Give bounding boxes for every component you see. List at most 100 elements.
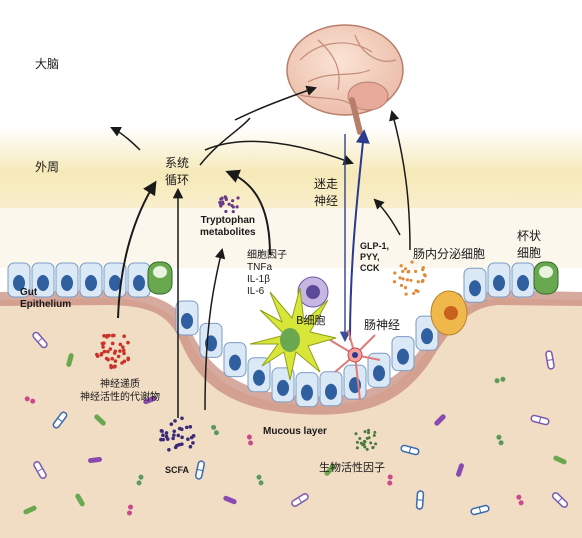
neurotransmitter-dot (99, 351, 104, 356)
bioactive-factor-dots (354, 428, 378, 451)
scfa-dot (172, 433, 176, 437)
bacterium (32, 331, 48, 349)
neurotransmitter-dot (116, 354, 121, 359)
epithelial-cell (175, 300, 199, 336)
scfa-dot (189, 435, 194, 440)
hormone-dot (409, 278, 413, 283)
neurotransmitter-dot (118, 349, 122, 353)
neurotransmitter-dots (95, 333, 130, 370)
bacterium (24, 396, 36, 404)
neurotransmitter-dot (126, 357, 130, 362)
vagus-nerve-label: 迷走 神经 (314, 177, 339, 208)
bacterium (494, 376, 506, 384)
tryptophan-metabolites-label: Tryptophan metabolites (200, 215, 256, 238)
neurotransmitter-dot (113, 349, 118, 354)
scfa-dot (176, 433, 181, 438)
epithelial-cell (271, 367, 295, 403)
bacterium (136, 474, 144, 486)
scfa-dot (172, 429, 177, 434)
brain-label: 大脑 (35, 57, 60, 71)
tryptophan-dot (219, 197, 223, 201)
bioactive-dot (358, 437, 362, 441)
neurotransmitters-label: 神经递质 神经活性的代谢物 (80, 379, 160, 403)
hormone-dots (392, 260, 427, 296)
hormone-dot (416, 280, 420, 284)
bacterium (324, 464, 336, 476)
bacterium (551, 492, 569, 508)
hormone-dot (410, 260, 414, 264)
periphery-band (0, 128, 582, 208)
hormone-dot (421, 278, 425, 283)
bioactive-dot (367, 431, 371, 435)
bacterium (470, 504, 490, 516)
scfa-dot (180, 442, 184, 446)
bacterium (530, 414, 550, 426)
neurotransmitter-dot (109, 365, 113, 370)
epithelial-cell (511, 262, 535, 298)
bacterium (456, 463, 464, 477)
scfa-dot (184, 425, 189, 430)
hormone-dot (412, 291, 416, 295)
hormone-dot (398, 276, 402, 280)
tryptophan-dot (231, 209, 235, 214)
neurotransmitter-dot (121, 345, 125, 349)
neurotransmitter-dot (113, 364, 117, 369)
bacterium (126, 504, 134, 516)
epithelial-cell (367, 352, 391, 388)
scfa-dot (159, 437, 163, 442)
bacterium (496, 434, 504, 446)
neurotransmitter-dot (122, 351, 126, 356)
neurotransmitter-dot (122, 359, 127, 364)
hormone-dot (393, 271, 397, 275)
cytokines-label: 细胞因子 TNFa IL-1β IL-6 (247, 250, 287, 297)
mucous-layer-label: Mucous layer (263, 426, 327, 437)
tryptophan-dot (231, 205, 235, 209)
bacterium (75, 493, 85, 507)
bacterium (33, 461, 47, 479)
scfa-dot (164, 431, 169, 435)
hormone-dot (399, 283, 404, 288)
scfa-dot (191, 441, 195, 445)
neurotransmitter-dot (110, 356, 115, 361)
enteric-nerve-label: 肠神经 (364, 318, 401, 332)
epithelial-cell (199, 322, 223, 358)
hormone-dot (403, 267, 408, 271)
hormone-dot (407, 269, 411, 273)
bioactive-dot (371, 446, 375, 450)
hormone-dot (401, 277, 405, 281)
tryptophan-dot (236, 196, 240, 200)
bacterium (400, 444, 420, 456)
tryptophan-dot (221, 202, 225, 206)
periphery-label: 外周 (35, 160, 60, 174)
scfa-dot (173, 419, 177, 423)
gut-bacteria (23, 331, 569, 516)
bacterium (434, 414, 446, 426)
bacterium (246, 434, 254, 446)
hormone-dot (421, 268, 425, 272)
bacterium (195, 460, 205, 480)
bioactive-dot (365, 447, 369, 451)
scfa-dot (161, 433, 165, 438)
neurotransmitter-dot (95, 352, 99, 357)
tryptophan-dot (227, 202, 231, 206)
hormone-dot (422, 273, 427, 277)
dendritic-cell (249, 287, 337, 381)
hormone-dot (416, 289, 420, 293)
bacterium (387, 474, 393, 486)
bacterium (516, 494, 524, 506)
neurotransmitter-dot (110, 333, 115, 338)
epithelial-cell (127, 262, 151, 298)
bioactive-dot (369, 441, 373, 445)
hormone-dot (401, 269, 405, 273)
bacterium (415, 490, 425, 510)
tryptophan-dot (224, 209, 228, 214)
bioactive-dot (372, 433, 376, 437)
bacterium (256, 474, 264, 486)
scfa-dot (186, 437, 190, 442)
epithelial-cell (55, 262, 79, 298)
bioactive-dot (373, 430, 377, 434)
bioactive-factors-label: 生物活性因子 (319, 461, 385, 474)
epithelium-cells (7, 262, 535, 408)
bioactive-dot (362, 439, 366, 443)
